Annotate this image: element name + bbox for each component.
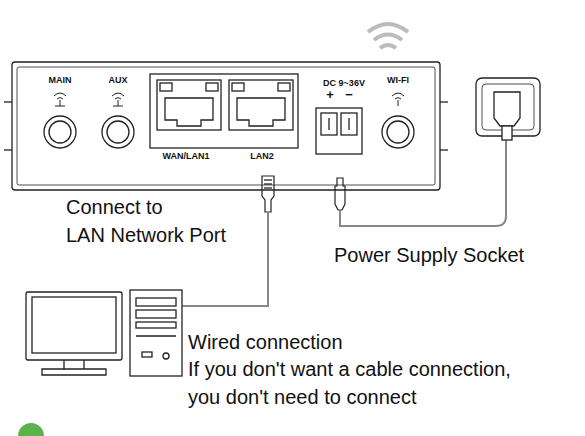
note-text: you don't need to connect [188, 386, 416, 409]
polarity-sign: + [326, 88, 334, 103]
port-label: MAIN [49, 75, 72, 85]
port-label: LAN2 [250, 151, 274, 161]
polarity-sign: − [345, 88, 353, 103]
callout-text: Power Supply Socket [334, 244, 524, 267]
note-text: Wired connection [188, 331, 343, 354]
callout-text: Connect to [66, 196, 163, 219]
note-text: If you don't want a cable connection, [188, 358, 511, 381]
port-label: AUX [108, 75, 127, 85]
callout-text: LAN Network Port [66, 224, 226, 247]
port-label: WAN/LAN1 [163, 151, 210, 161]
port-label: WI-FI [387, 75, 409, 85]
power-rating-label: DC 9~36V [323, 78, 365, 88]
